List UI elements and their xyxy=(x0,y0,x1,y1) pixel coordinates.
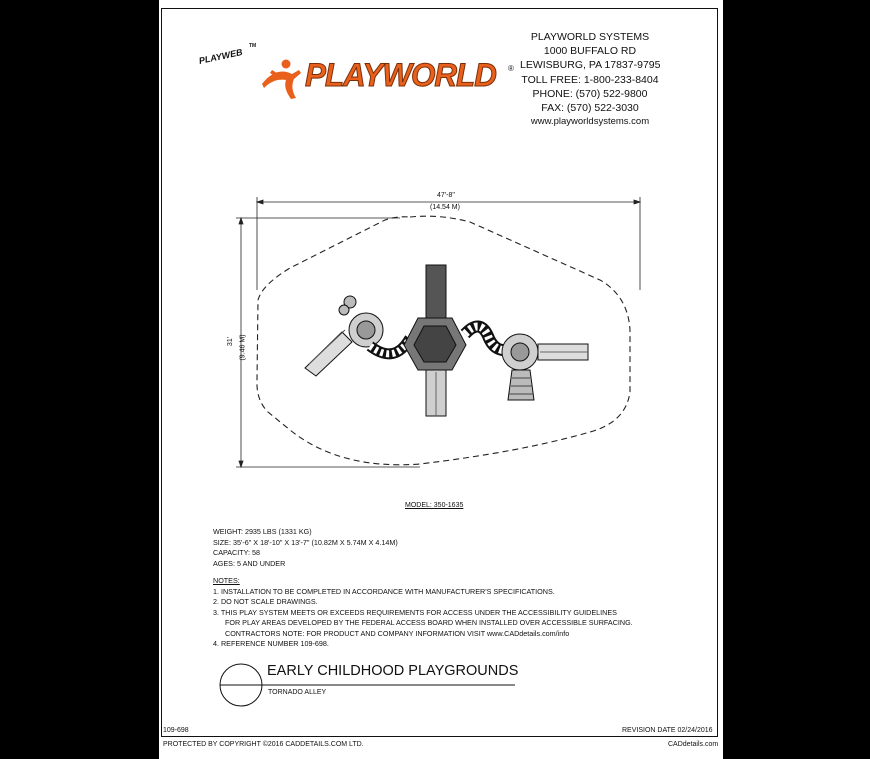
note-3a: 3. THIS PLAY SYSTEM MEETS OR EXCEEDS REQ… xyxy=(213,607,617,617)
note-3b: FOR PLAY AREAS DEVELOPED BY THE FEDERAL … xyxy=(225,618,633,627)
width-imperial-label: 47'-8" xyxy=(437,192,455,199)
note-2: 2. DO NOT SCALE DRAWINGS. xyxy=(213,597,318,606)
toll-free-number: TOLL FREE: 1-800-233-8404 xyxy=(521,73,659,86)
notes-block: NOTES: 1. INSTALLATION TO BE COMPLETED I… xyxy=(213,576,633,650)
spec-capacity: CAPACITY: 58 xyxy=(213,548,261,557)
fax-number: FAX: (570) 522-3030 xyxy=(541,102,639,115)
registered-mark: ® xyxy=(508,64,514,73)
spec-weight: WEIGHT: 2935 LBS (1331 KG) xyxy=(213,527,312,536)
note-4: 4. REFERENCE NUMBER 109-698. xyxy=(213,639,329,648)
title-block-title: EARLY CHILDHOOD PLAYGROUNDS xyxy=(267,663,519,679)
playworld-wordmark: PLAYWORLD xyxy=(304,57,497,94)
street-address: 1000 BUFFALO RD xyxy=(543,45,637,58)
use-zone-boundary xyxy=(256,215,631,466)
caddetails-link[interactable]: CADdetails.com xyxy=(668,741,719,748)
copyright-notice: PROTECTED BY COPYRIGHT ©2016 CADDETAILS.… xyxy=(163,741,364,748)
spec-ages: AGES: 5 AND UNDER xyxy=(213,558,286,568)
website-link[interactable]: www.playworldsystems.com xyxy=(530,116,650,128)
width-metric-label: (14.54 M) xyxy=(430,204,460,211)
phone-number: PHONE: (570) 522-9800 xyxy=(532,87,648,100)
note-3c: CONTRACTORS NOTE: FOR PRODUCT AND COMPAN… xyxy=(225,628,570,638)
spec-size: SIZE: 35'-6" X 18'-10" X 13'-7" (10.82M … xyxy=(213,537,398,547)
reference-number: 109-698 xyxy=(163,727,189,734)
notes-heading: NOTES: xyxy=(213,576,240,585)
sheet-border xyxy=(161,8,718,737)
play-structure xyxy=(304,264,589,417)
playweb-tm: TM xyxy=(249,43,257,49)
specs-block: WEIGHT: 2935 LBS (1331 KG) SIZE: 35'-6" … xyxy=(213,527,398,569)
city-state-zip: LEWISBURG, PA 17837-9795 xyxy=(520,59,661,72)
height-dimension-line xyxy=(236,216,420,469)
width-dimension-line xyxy=(255,197,642,290)
title-block-subtitle: TORNADO ALLEY xyxy=(268,689,327,696)
company-address-block: PLAYWORLD SYSTEMS 1000 BUFFALO RD LEWISB… xyxy=(520,30,660,129)
note-1: 1. INSTALLATION TO BE COMPLETED IN ACCOR… xyxy=(213,586,555,596)
revision-date: REVISION DATE 02/24/2016 xyxy=(622,727,713,734)
model-number: MODEL: 350-1635 xyxy=(405,502,464,509)
company-name: PLAYWORLD SYSTEMS xyxy=(530,31,650,43)
